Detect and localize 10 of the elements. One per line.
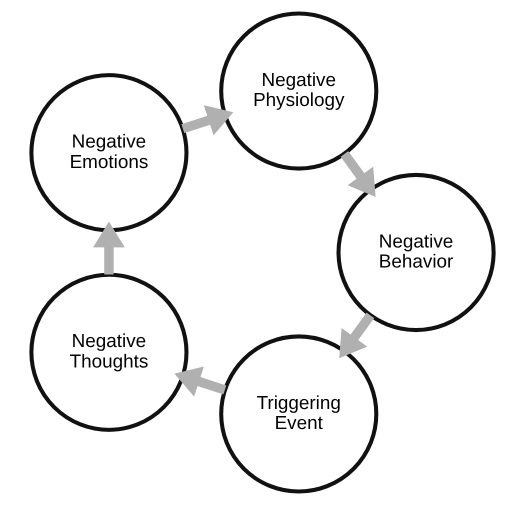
node-circle: Negative Physiology xyxy=(218,11,378,171)
arrow xyxy=(92,222,124,275)
node-circle: Negative Emotions xyxy=(28,73,188,232)
arrow xyxy=(180,105,233,136)
arrow xyxy=(174,366,226,397)
node-circle: Negative Thoughts xyxy=(28,272,188,432)
arrow xyxy=(340,151,376,197)
node-circle: Triggering Event xyxy=(218,334,378,494)
node-circle: Negative Behavior xyxy=(336,172,496,332)
arrow xyxy=(338,312,374,358)
